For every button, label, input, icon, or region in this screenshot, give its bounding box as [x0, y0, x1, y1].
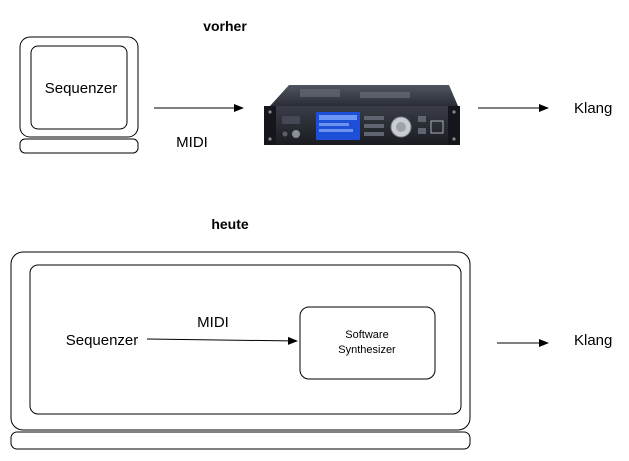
- before-monitor-screen: [30, 45, 128, 130]
- after-computer: [10, 251, 471, 450]
- after-midi-label: MIDI: [197, 314, 229, 331]
- before-computer: Sequenzer: [19, 36, 139, 154]
- before-klang-label: Klang: [574, 100, 612, 117]
- before-heading: vorher: [203, 18, 247, 34]
- after-monitor-screen: [29, 264, 462, 415]
- software-synthesizer-box: [299, 306, 436, 380]
- before-monitor-outer: [19, 36, 139, 138]
- after-keyboard: [10, 431, 471, 450]
- before-midi-label: MIDI: [176, 134, 208, 151]
- after-monitor-outer: [10, 251, 471, 431]
- before-sequencer-label: Sequenzer: [45, 80, 118, 97]
- software-synth-label-line2: Synthesizer: [338, 344, 396, 356]
- software-synth-label-line1: Software: [345, 329, 388, 341]
- after-midi-arrow: [146, 336, 298, 345]
- after-klang-label: Klang: [574, 332, 612, 349]
- after-sequencer-label: Sequenzer: [66, 332, 139, 349]
- after-heading: heute: [211, 216, 249, 232]
- before-keyboard: [19, 138, 139, 154]
- hardware-synthesizer-image: [264, 85, 460, 145]
